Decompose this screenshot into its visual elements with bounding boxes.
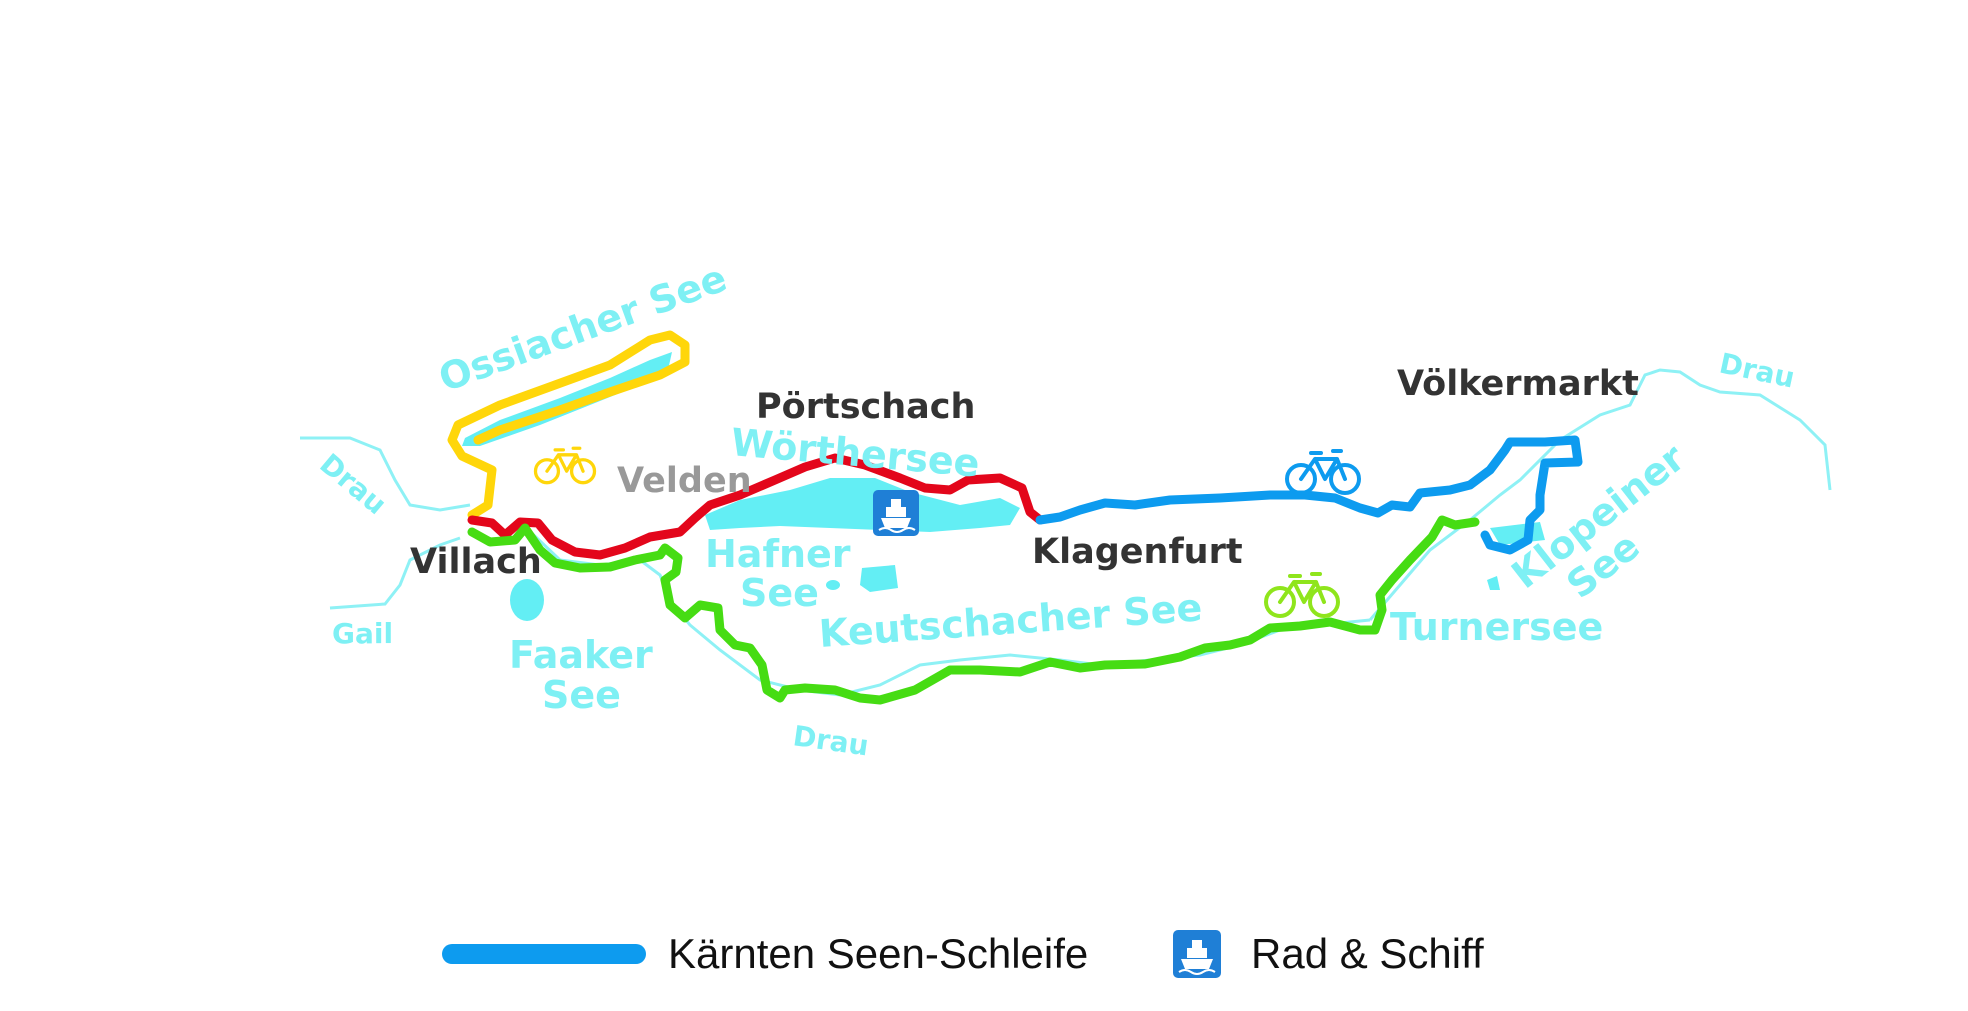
river-drau-middle [518, 520, 1371, 697]
route-blue-klagenfurt [1035, 435, 1583, 555]
lake-label-keutschacher-see: Keutschacher See [818, 585, 1204, 656]
town-label-villach: Villach [410, 542, 542, 582]
lake-label-hafner-see: See [740, 571, 819, 615]
legend-loop-label: Kärnten Seen-Schleife [668, 930, 1088, 977]
town-label-velden: Velden [617, 461, 752, 501]
lake-hafner-see [826, 580, 840, 590]
legend: Kärnten Seen-Schleife Rad & Schiff [442, 930, 1484, 978]
lake-label-turnersee: Turnersee [1390, 605, 1603, 649]
river-label-drau-east: Drau [1717, 347, 1798, 395]
town-label-voelkermarkt: Völkermarkt [1397, 364, 1639, 404]
town-label-poertschach: Pörtschach [756, 387, 975, 427]
routes [447, 330, 1583, 705]
lake-label-woerthersee: Wörthersee [729, 420, 981, 486]
river-gail [329, 536, 461, 610]
ship-icon [1173, 930, 1221, 978]
river-label-drau-south: Drau [791, 719, 871, 762]
lake-faaker-see [510, 579, 544, 621]
legend-ship-label: Rad & Schiff [1251, 930, 1484, 977]
lakes [462, 352, 1545, 621]
lake-turnersee [1487, 576, 1500, 590]
lake-keutschacher-see [860, 565, 898, 592]
ship-icon [873, 490, 919, 536]
town-label-klagenfurt: Klagenfurt [1032, 532, 1243, 572]
lake-woerthersee [705, 478, 1020, 532]
lake-label-hafner: Hafner [705, 532, 851, 576]
river-drau-west [300, 436, 471, 512]
lake-label-faaker: Faaker [509, 633, 653, 677]
route-red [467, 453, 1045, 560]
bicycle-icon [533, 446, 597, 485]
lake-label-faaker-see: See [542, 673, 621, 717]
route-green [467, 515, 1480, 705]
route-yellow-ossiacher [447, 330, 690, 520]
river-label-drau-west: Drau [314, 447, 393, 521]
river-label-gail: Gail [332, 617, 393, 650]
bicycle-icon [1264, 572, 1340, 618]
bicycle-icon [1285, 449, 1361, 495]
